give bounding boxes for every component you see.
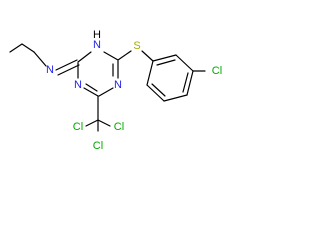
bond-s-to-phenyl	[141, 50, 154, 62]
bond-ph-c6-c1	[146, 60, 154, 86]
bond-n-amine-ring-double-2	[57, 64, 80, 76]
bond-ring-to-s	[117, 50, 132, 61]
bond-ring-nh-c6	[103, 51, 119, 61]
bond-ch-n-amine	[33, 51, 47, 67]
atom-h-ring: H	[93, 29, 101, 41]
bond-ring-n1-c4	[98, 87, 114, 97]
bond-ph-c1-c2-inner	[156, 59, 176, 66]
bond-methyl-right	[21, 43, 35, 53]
atom-n-ring-top: N	[93, 39, 101, 51]
bond-ph-c5-c6	[146, 84, 165, 102]
bond-ph-c3-c4	[186, 70, 194, 96]
atom-cl-3: Cl	[93, 140, 103, 152]
atom-cl-phenyl: Cl	[212, 65, 222, 77]
atom-n-ring-right: N	[114, 79, 122, 91]
chemical-structure-diagram: N H N N N S Cl Cl Cl Cl	[9, 29, 222, 152]
bond-ph-c2-c3	[175, 54, 194, 72]
bond-ring-c4-n3-inner	[85, 83, 98, 92]
atom-cl-2: Cl	[114, 121, 124, 133]
atom-cl-1: Cl	[73, 121, 83, 133]
bond-ring-c2-nh	[77, 51, 92, 63]
bond-ph-c3-c4-inner	[182, 72, 189, 93]
atom-n-amine: N	[46, 64, 54, 76]
bond-methyl-left	[9, 43, 23, 53]
bond-ring-c4-n3	[83, 87, 99, 97]
bond-ph-c1-c2	[152, 54, 177, 62]
bond-ph-c4-c5	[163, 94, 188, 102]
bond-c-cl-right	[97, 119, 111, 127]
bond-n-amine-ring-double-1	[55, 59, 78, 71]
atom-s-thio: S	[133, 40, 140, 52]
bond-ph-c5-c6-inner	[151, 83, 166, 97]
atom-n-ring-left: N	[74, 79, 82, 91]
bond-c-cl-left	[85, 119, 99, 127]
